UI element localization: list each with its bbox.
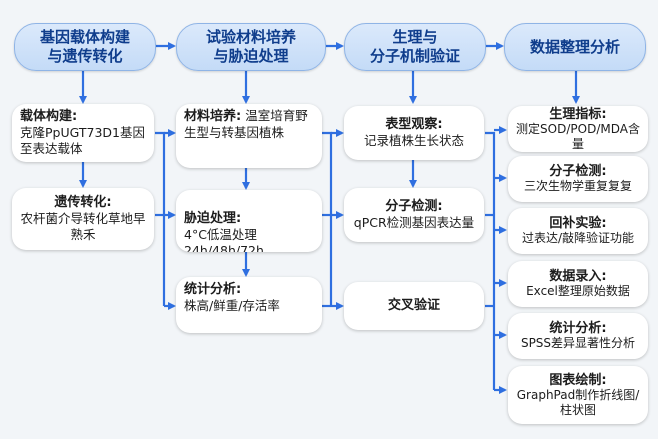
- node-text: 过表达/敲降验证功能: [521, 231, 635, 245]
- node-material-culture: 材料培养: 温室培育野生型与转基因植株: [176, 104, 322, 168]
- node-title: 胁迫处理:: [184, 211, 242, 226]
- header-data-analysis: 数据整理分析: [504, 23, 646, 71]
- bus-c2-c3: [322, 131, 333, 306]
- node-spss-analysis: 统计分析: SPSS差异显著性分析: [508, 313, 648, 359]
- node-title: 材料培养:: [184, 109, 242, 124]
- node-title: 遗传转化:: [54, 195, 112, 210]
- node-statistical-analysis: 统计分析: 株高/鲜重/存活率: [176, 277, 322, 333]
- node-molecular-detection: 分子检测: qPCR检测基因表达量: [344, 188, 484, 242]
- node-data-entry: 数据录入: Excel整理原始数据: [508, 261, 648, 307]
- node-text: 记录植株生长状态: [363, 133, 464, 148]
- header-physio-molecular: 生理与 分子机制验证: [344, 23, 486, 71]
- node-chart-drawing: 图表绘制: GraphPad制作折线图/柱状图: [508, 366, 648, 424]
- node-text: 株高/鲜重/存活率: [184, 298, 280, 313]
- node-title: 交叉验证: [387, 298, 440, 313]
- node-text: 4°C低温处理 24h/48h/72h: [184, 227, 264, 252]
- header-gene-vector: 基因载体构建 与遗传转化: [14, 23, 156, 71]
- node-vector-construction: 载体构建: 克隆PpUGT73D1基因至表达载体: [12, 104, 154, 162]
- node-text: 克隆PpUGT73D1基因至表达载体: [20, 125, 145, 156]
- node-text: qPCR检测基因表达量: [353, 215, 475, 230]
- node-title: 统计分析:: [549, 321, 607, 336]
- node-physiological-indicators: 生理指标: 测定SOD/POD/MDA含量: [508, 106, 648, 152]
- node-stress-treatment: 胁迫处理: 4°C低温处理 24h/48h/72h: [176, 190, 322, 252]
- node-complementation: 回补实验: 过表达/敲降验证功能: [508, 208, 648, 254]
- bus-c1-c2: [155, 131, 166, 306]
- node-title: 图表绘制:: [549, 372, 607, 388]
- header-material-stress: 试验材料培养 与胁迫处理: [176, 23, 326, 71]
- node-title: 数据录入:: [549, 269, 607, 284]
- node-title: 分子检测:: [385, 199, 443, 214]
- node-title: 统计分析:: [184, 282, 242, 297]
- node-title: 载体构建:: [20, 109, 78, 124]
- node-title: 回补实验:: [549, 216, 607, 231]
- node-text: 测定SOD/POD/MDA含量: [516, 121, 640, 151]
- node-text: 温室培育野生型与转基因植株: [184, 108, 308, 140]
- node-genetic-transformation: 遗传转化: 农杆菌介导转化草地早熟禾: [12, 188, 154, 250]
- node-text: 农杆菌介导转化草地早熟禾: [20, 211, 146, 242]
- node-title: 生理指标:: [549, 106, 607, 122]
- node-molecular-replicates: 分子检测: 三次生物学重复复复: [508, 156, 648, 202]
- bus-c3-c4: [485, 131, 496, 390]
- node-text: 三次生物学重复复复: [523, 179, 632, 193]
- node-cross-validation: 交叉验证: [344, 282, 484, 330]
- node-title: 表型观察:: [385, 117, 443, 132]
- node-title: 分子检测:: [549, 164, 607, 179]
- node-phenotype-observation: 表型观察: 记录植株生长状态: [344, 106, 484, 160]
- node-text: Excel整理原始数据: [526, 284, 630, 298]
- node-text: GraphPad制作折线图/柱状图: [516, 387, 640, 417]
- node-text: SPSS差异显著性分析: [520, 336, 636, 350]
